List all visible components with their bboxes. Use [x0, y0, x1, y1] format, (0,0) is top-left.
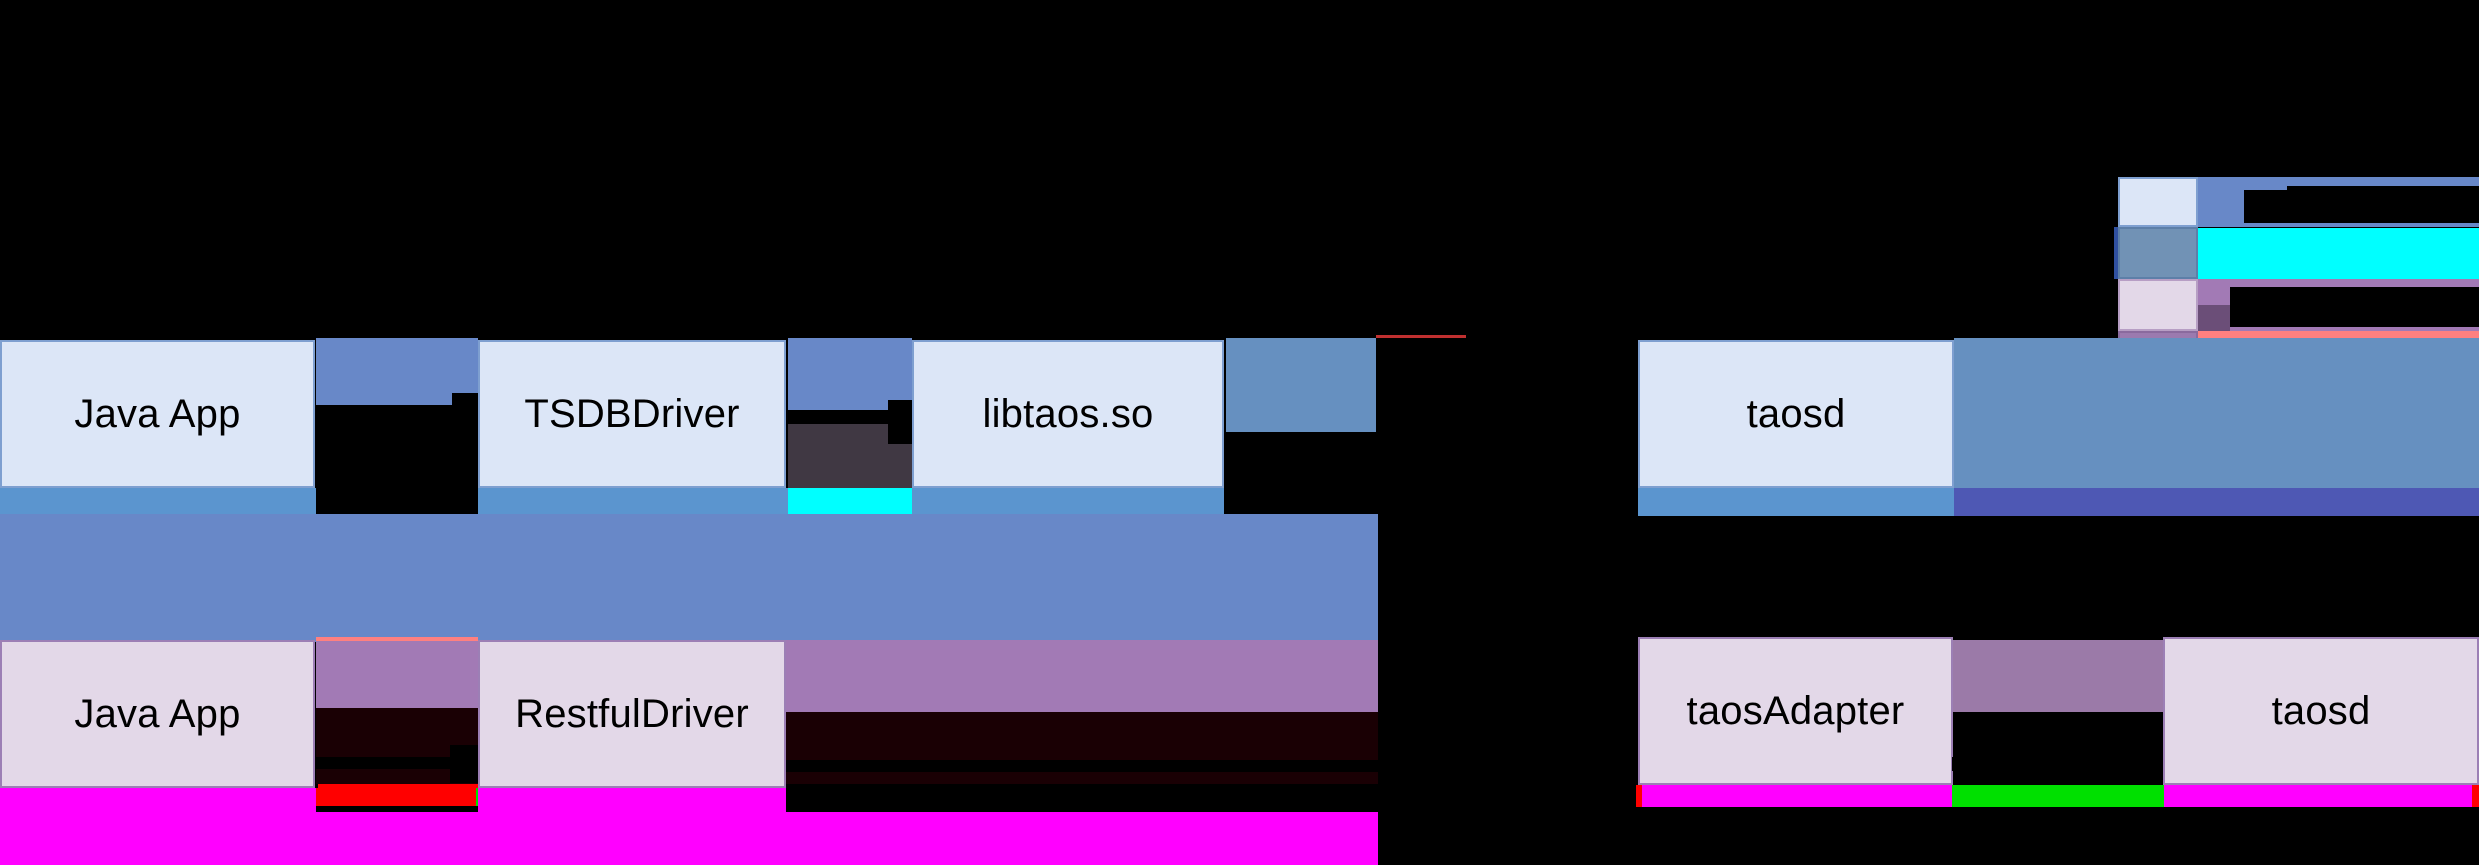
arrow-tsdb-to-libtaos-head	[888, 400, 912, 444]
arrow-rest-3	[1952, 757, 2132, 771]
rest-underline-taosd	[2164, 785, 2475, 807]
node-label: libtaos.so	[982, 391, 1154, 436]
legend-bar-2	[2198, 228, 2479, 279]
rest-lane-background	[0, 812, 1378, 865]
node-label: taosd	[2271, 688, 2371, 733]
lane-native-accent-red	[1376, 335, 1466, 338]
node-restful-driver[interactable]: RestfulDriver	[478, 640, 786, 788]
node-java-app-rest[interactable]: Java App	[0, 640, 315, 788]
rest-underline-left	[0, 788, 316, 816]
arrow-rest-3-head	[2112, 742, 2140, 786]
node-java-app-native[interactable]: Java App	[0, 340, 315, 488]
legend-swatch-3	[2118, 279, 2198, 331]
node-label: taosd	[1746, 391, 1846, 436]
legend-edge-accent-left	[2114, 227, 2118, 279]
node-taos-adapter[interactable]: taosAdapter	[1638, 637, 1953, 785]
node-label: Java App	[74, 691, 241, 736]
node-label: taosAdapter	[1686, 688, 1905, 733]
arrow-tsdb-to-libtaos	[788, 410, 896, 424]
lane-rest-seg-2-mask	[786, 712, 1378, 784]
rest-underline-red	[316, 788, 478, 806]
arrow-rest-1	[316, 757, 464, 769]
native-underline-cyan	[788, 488, 912, 516]
node-label: RestfulDriver	[515, 691, 749, 736]
lane-native-seg-1	[316, 338, 478, 408]
lane-rest-seg-3	[1952, 640, 2164, 712]
arrow-rest-1-head	[450, 745, 478, 783]
rest-underline-taosd-red	[2472, 785, 2479, 807]
legend-bar-1-tail	[2198, 177, 2287, 190]
lane-native-seg-3	[1226, 338, 1376, 438]
rest-underline-mid	[478, 788, 786, 816]
lane-native-seg-4	[1954, 338, 2479, 488]
legend-swatch-1	[2118, 177, 2198, 227]
legend-text-mask-3	[2230, 287, 2479, 327]
legend-bar-3-shadow	[2198, 305, 2230, 331]
rest-underline-adapter	[1640, 785, 1952, 807]
node-label: TSDBDriver	[524, 391, 740, 436]
node-label: Java App	[74, 391, 241, 436]
lane-rest-seg-2	[786, 640, 1378, 712]
lane-native-seg-1-mask	[316, 408, 478, 508]
native-underline-right	[912, 488, 1224, 516]
arrow-libtaos-to-taosd	[1226, 432, 1638, 444]
lane-rest-seg-1-top	[316, 637, 478, 641]
native-underline-left	[0, 488, 316, 516]
rest-underline-green-b	[1952, 785, 2164, 807]
arrow-java-to-tsdb-head	[452, 393, 478, 431]
node-tsdb-driver[interactable]: TSDBDriver	[478, 340, 786, 488]
legend-swatch-2	[2118, 227, 2198, 279]
node-libtaos-so[interactable]: libtaos.so	[912, 340, 1224, 488]
legend-label-3	[2236, 288, 2479, 324]
node-taosd-native[interactable]: taosd	[1638, 340, 1954, 488]
rest-underline-adapter-red	[1636, 785, 1642, 807]
arrow-rest-2	[786, 760, 1638, 772]
arrow-java-to-tsdb	[316, 405, 466, 419]
legend-text-mask-1	[2244, 186, 2479, 223]
native-underline-deep	[1954, 488, 2479, 516]
native-underline-mid	[478, 488, 788, 516]
lane-native-seg-3-mask	[1226, 438, 1376, 508]
native-underline-taosd	[1638, 488, 1954, 516]
node-taosd-rest[interactable]: taosd	[2163, 637, 2479, 785]
native-lane-background	[0, 514, 1378, 642]
